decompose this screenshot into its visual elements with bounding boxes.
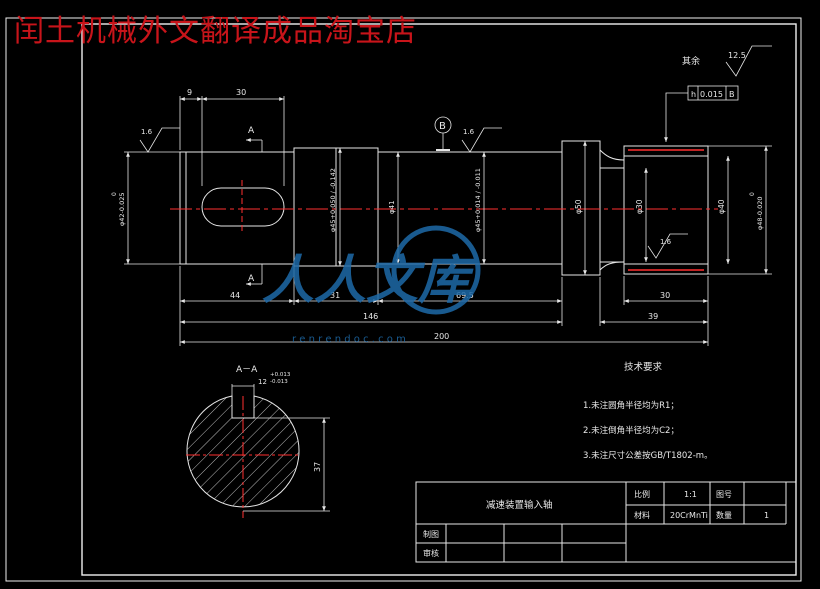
dim-text-dia45a: φ45+0.050 / -0.142 <box>329 168 337 232</box>
section-title: A－A <box>236 365 258 375</box>
tb-drawn-label: 制图 <box>423 529 439 539</box>
inner-border <box>81 23 797 576</box>
roughness-symbol-rest <box>725 45 772 77</box>
dim-text-dia45b: φ45+0.014 / -0.011 <box>474 168 482 232</box>
dim-text-44: 44 <box>230 291 240 300</box>
title-block-texts: 减速装置输入轴 比例 1:1 图号 材料 20CrMnTi 数量 1 制图 审核 <box>423 489 769 558</box>
logo-text: 人人文库 <box>262 250 479 311</box>
technical-requirements: 技术要求 1.未注圆角半径均为R1； 2.未注倒角半径均为C2； 3.未注尺寸公… <box>583 361 713 461</box>
tb-scale-label: 比例 <box>634 489 650 499</box>
roughness-rest-label: 其余 <box>682 55 700 67</box>
renrendoc-logo: 人人文库 r e n r e n d o c . c o m <box>262 225 481 345</box>
dim-text-dia50: φ50 <box>574 199 583 214</box>
gear-end-d48 <box>623 145 709 275</box>
depth-text: 37 <box>313 462 322 472</box>
dim-text-39: 39 <box>648 312 658 321</box>
tb-material-value: 20CrMnTi <box>670 511 708 520</box>
tech-item-2: 2.未注倒角半径均为C2； <box>583 425 679 436</box>
shaft-outline <box>179 140 709 276</box>
title-block <box>415 481 797 563</box>
tb-qty-value: 1 <box>764 511 769 520</box>
fillet-top <box>599 149 625 161</box>
roughness-symbol-1 <box>139 127 180 153</box>
keyway-slot <box>201 187 285 227</box>
title-block-frame <box>415 481 797 563</box>
tb-part-name: 减速装置输入轴 <box>486 499 553 511</box>
tech-item-1: 1.未注圆角半径均为R1； <box>583 400 679 411</box>
relief-groove <box>600 167 625 263</box>
roughness-symbol-2 <box>461 127 502 153</box>
section-view-aa: A－A 12 +0.013 -0.013 37 <box>186 365 330 518</box>
dim-text-31: 31 <box>330 291 340 300</box>
dim-text-dia41: φ41 <box>388 200 396 214</box>
dim-text-dia42: φ42-0.025 <box>118 192 126 226</box>
roughness-1-value: 1.6 <box>141 128 153 136</box>
roughness-symbol-3 <box>647 233 688 259</box>
tech-item-3: 3.未注尺寸公差按GB/T1802-m。 <box>583 450 713 461</box>
tolerance-value: 0.015 <box>700 90 723 99</box>
dim-text-69-5: 69.5 <box>456 291 474 300</box>
shaft-shoulder-d50 <box>561 140 601 276</box>
dim-text-146: 146 <box>363 312 378 321</box>
logo-ring <box>391 225 481 315</box>
tb-qty-label: 数量 <box>716 510 732 520</box>
dimension-texts: 9 30 44 31 69.5 30 146 39 200 A A B 1.6 … <box>111 51 764 341</box>
dim-text-dia42-upper: 0 <box>111 192 118 196</box>
key-width-text: 12 <box>258 378 267 386</box>
dimension-lines <box>124 45 772 346</box>
tb-material-label: 材料 <box>634 510 650 520</box>
tb-scale-value: 1:1 <box>684 490 697 499</box>
dim-text-dia30: φ30 <box>635 199 644 214</box>
roughness-3-value: 1.6 <box>660 238 672 246</box>
logo-url: r e n r e n d o c . c o m <box>292 334 406 345</box>
tech-title: 技术要求 <box>624 361 663 373</box>
shop-watermark: 闰土机械外文翻译成品淘宝店 <box>14 14 417 49</box>
dim-text-dia40: φ40 <box>717 199 726 214</box>
tb-drawing-no-label: 图号 <box>716 490 732 499</box>
dim-text-dia48: φ48-0.020 <box>756 196 764 230</box>
tolerance-leader <box>664 92 688 142</box>
dim-text-200: 200 <box>434 332 449 341</box>
roughness-rest-value: 12.5 <box>728 51 746 60</box>
section-label-bottom: A <box>248 274 255 284</box>
roughness-2-value: 1.6 <box>463 128 475 136</box>
dim-text-dia48-upper: 0 <box>749 192 756 196</box>
drawing-frame <box>5 17 802 582</box>
outer-border <box>5 17 802 582</box>
shaft-section-d42 <box>179 151 295 265</box>
key-tol-lower: -0.013 <box>270 379 288 385</box>
dim-text-30-top: 30 <box>236 88 246 97</box>
tolerance-frame <box>687 85 739 101</box>
tolerance-datum-ref: B <box>729 90 735 99</box>
gear-tooth-marks <box>628 149 704 271</box>
dim-text-30-bottom: 30 <box>660 291 670 300</box>
dim-text-9: 9 <box>187 88 192 97</box>
tolerance-symbol: h <box>691 90 696 99</box>
datum-b-letter: B <box>439 121 446 132</box>
fillet-bottom <box>599 261 625 271</box>
tb-checked-label: 审核 <box>423 548 439 558</box>
key-tol-upper: +0.013 <box>270 372 291 378</box>
section-label-top: A <box>248 126 255 136</box>
